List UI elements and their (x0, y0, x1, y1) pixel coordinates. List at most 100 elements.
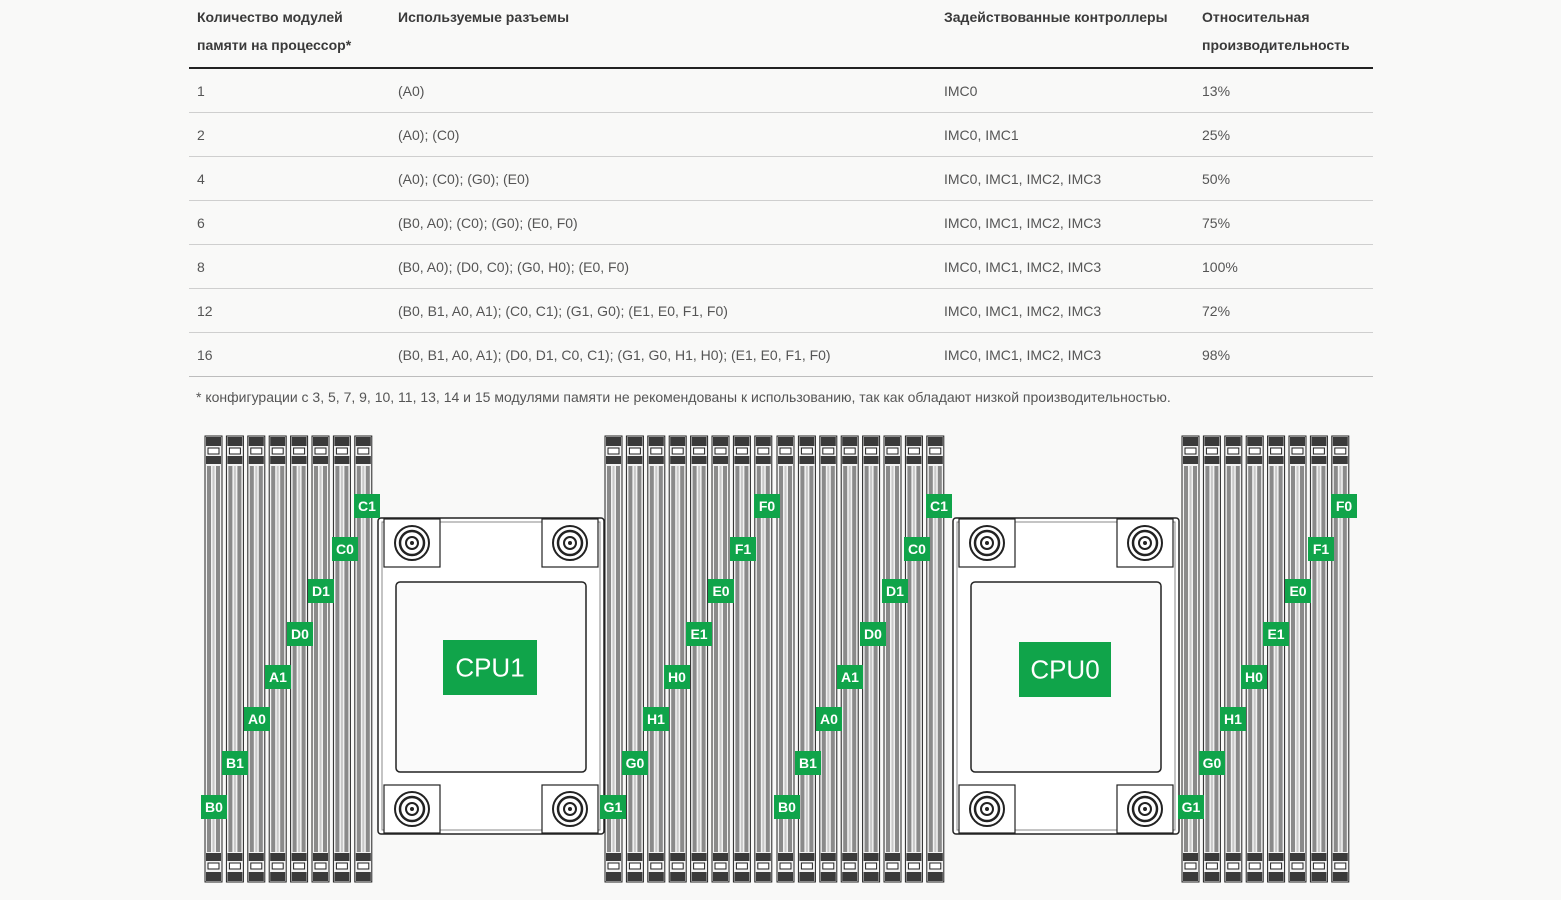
footnote: * конфигурации с 3, 5, 7, 9, 10, 11, 13,… (196, 389, 1171, 405)
dimm-slot-middle-right-1 (776, 435, 795, 883)
slot-label-middle-right-c0: C0 (904, 537, 930, 561)
dimm-slot-left-6 (311, 435, 330, 883)
cpu-label-cpu1: CPU1 (443, 640, 537, 695)
svg-text:B0: B0 (778, 799, 796, 815)
dimm-slot-right-7 (1309, 435, 1328, 883)
dimm-slot-middle-left-8 (754, 435, 773, 883)
dimm-slot-middle-right-2 (797, 435, 816, 883)
table-row: 16 (B0, B1, A0, A1); (D0, D1, C0, C1); (… (189, 332, 1373, 377)
svg-text:F1: F1 (1313, 541, 1330, 557)
cell-performance: 25% (1194, 112, 1373, 157)
slot-label-left-b0: B0 (201, 795, 227, 819)
dimm-slot-right-5 (1267, 435, 1286, 883)
svg-text:F0: F0 (1336, 498, 1353, 514)
svg-text:H0: H0 (668, 669, 686, 685)
slot-label-middle-left-e0: E0 (708, 579, 734, 603)
cell-performance: 72% (1194, 288, 1373, 333)
svg-text:D1: D1 (312, 583, 330, 599)
svg-text:E1: E1 (690, 626, 707, 642)
svg-text:A0: A0 (820, 711, 838, 727)
svg-text:E0: E0 (1289, 583, 1306, 599)
slot-label-right-f1: F1 (1308, 537, 1334, 561)
cpu-label-cpu0: CPU0 (1019, 642, 1111, 697)
slot-label-left-a1: A1 (265, 665, 291, 689)
svg-text:E1: E1 (1267, 626, 1284, 642)
svg-text:E0: E0 (712, 583, 729, 599)
slot-label-left-c0: C0 (332, 537, 358, 561)
slot-label-left-a0: A0 (244, 707, 270, 731)
dimm-slot-left-1 (204, 435, 223, 883)
cpu-socket-cpu1: CPU1 (377, 517, 605, 835)
cell-controllers: IMC0 (936, 68, 1194, 113)
slot-label-left-d0: D0 (287, 622, 313, 646)
cell-module-count: 6 (189, 200, 390, 245)
slot-label-middle-right-d1: D1 (882, 579, 908, 603)
header-module-count: Количество модулей памяти на процессор* (189, 0, 390, 69)
cpu-sockets: CPU1 CPU0 (377, 517, 1180, 835)
slot-label-left-c1: C1 (354, 494, 380, 518)
svg-text:D0: D0 (864, 626, 882, 642)
slot-label-right-e0: E0 (1285, 579, 1311, 603)
svg-text:CPU1: CPU1 (455, 653, 524, 683)
slot-label-right-g1: G1 (1178, 795, 1204, 819)
slot-label-middle-right-a1: A1 (837, 665, 863, 689)
dimm-slot-middle-right-4 (840, 435, 859, 883)
dimm-slot-middle-left-5 (690, 435, 709, 883)
cell-performance: 50% (1194, 156, 1373, 201)
dimm-slot-left-2 (225, 435, 244, 883)
svg-text:G0: G0 (626, 755, 645, 771)
svg-text:A1: A1 (841, 669, 859, 685)
cell-performance: 75% (1194, 200, 1373, 245)
svg-text:B1: B1 (226, 755, 244, 771)
dimm-slot-right-1 (1181, 435, 1200, 883)
dimm-slot-middle-right-8 (926, 435, 945, 883)
svg-text:G1: G1 (604, 799, 623, 815)
dimm-slot-right-8 (1331, 435, 1350, 883)
slot-label-middle-right-d0: D0 (860, 622, 886, 646)
table-row: 12 (B0, B1, A0, A1); (C0, C1); (G1, G0);… (189, 288, 1373, 333)
cell-controllers: IMC0, IMC1, IMC2, IMC3 (936, 332, 1194, 377)
table-row: 6 (B0, A0); (C0); (G0); (E0, F0) IMC0, I… (189, 200, 1373, 245)
dimm-slot-middle-left-2 (625, 435, 644, 883)
table-row: 8 (B0, A0); (D0, C0); (G0, H0); (E0, F0)… (189, 244, 1373, 289)
dimm-slot-left-7 (332, 435, 351, 883)
dimm-slot-left-5 (290, 435, 309, 883)
slot-label-middle-left-e1: E1 (686, 622, 712, 646)
header-performance: Относительная производительность (1194, 0, 1373, 69)
dimm-slot-middle-left-4 (668, 435, 687, 883)
memory-config-table-wrap: Количество модулей памяти на процессор* … (189, 0, 1373, 377)
dimm-slot-left-8 (354, 435, 373, 883)
cell-controllers: IMC0, IMC1, IMC2, IMC3 (936, 288, 1194, 333)
cell-module-count: 16 (189, 332, 390, 377)
cell-performance: 98% (1194, 332, 1373, 377)
cell-slots-used: (B0, B1, A0, A1); (D0, D1, C0, C1); (G1,… (390, 332, 936, 377)
slot-label-middle-left-h0: H0 (664, 665, 690, 689)
dimm-slot-left-3 (247, 435, 266, 883)
cell-controllers: IMC0, IMC1, IMC2, IMC3 (936, 200, 1194, 245)
cpu-socket-cpu0: CPU0 (952, 517, 1180, 835)
cell-module-count: 12 (189, 288, 390, 333)
svg-text:C1: C1 (358, 498, 376, 514)
slot-label-right-h0: H0 (1241, 665, 1267, 689)
cell-controllers: IMC0, IMC1, IMC2, IMC3 (936, 156, 1194, 201)
svg-text:B1: B1 (799, 755, 817, 771)
dimm-slot-middle-right-7 (904, 435, 923, 883)
svg-text:A0: A0 (248, 711, 266, 727)
svg-text:G0: G0 (1203, 755, 1222, 771)
svg-text:D1: D1 (886, 583, 904, 599)
slot-label-middle-left-g0: G0 (622, 751, 648, 775)
svg-text:H1: H1 (647, 711, 665, 727)
svg-text:A1: A1 (269, 669, 287, 685)
slot-label-right-f0: F0 (1331, 494, 1357, 518)
slot-label-middle-right-b1: B1 (795, 751, 821, 775)
slot-label-left-d1: D1 (308, 579, 334, 603)
slot-label-middle-right-a0: A0 (816, 707, 842, 731)
svg-text:F1: F1 (735, 541, 752, 557)
cell-slots-used: (B0, A0); (C0); (G0); (E0, F0) (390, 200, 936, 245)
dimm-slot-right-4 (1245, 435, 1264, 883)
svg-text:H1: H1 (1224, 711, 1242, 727)
dimm-slot-right-2 (1202, 435, 1221, 883)
slot-label-right-e1: E1 (1263, 622, 1289, 646)
